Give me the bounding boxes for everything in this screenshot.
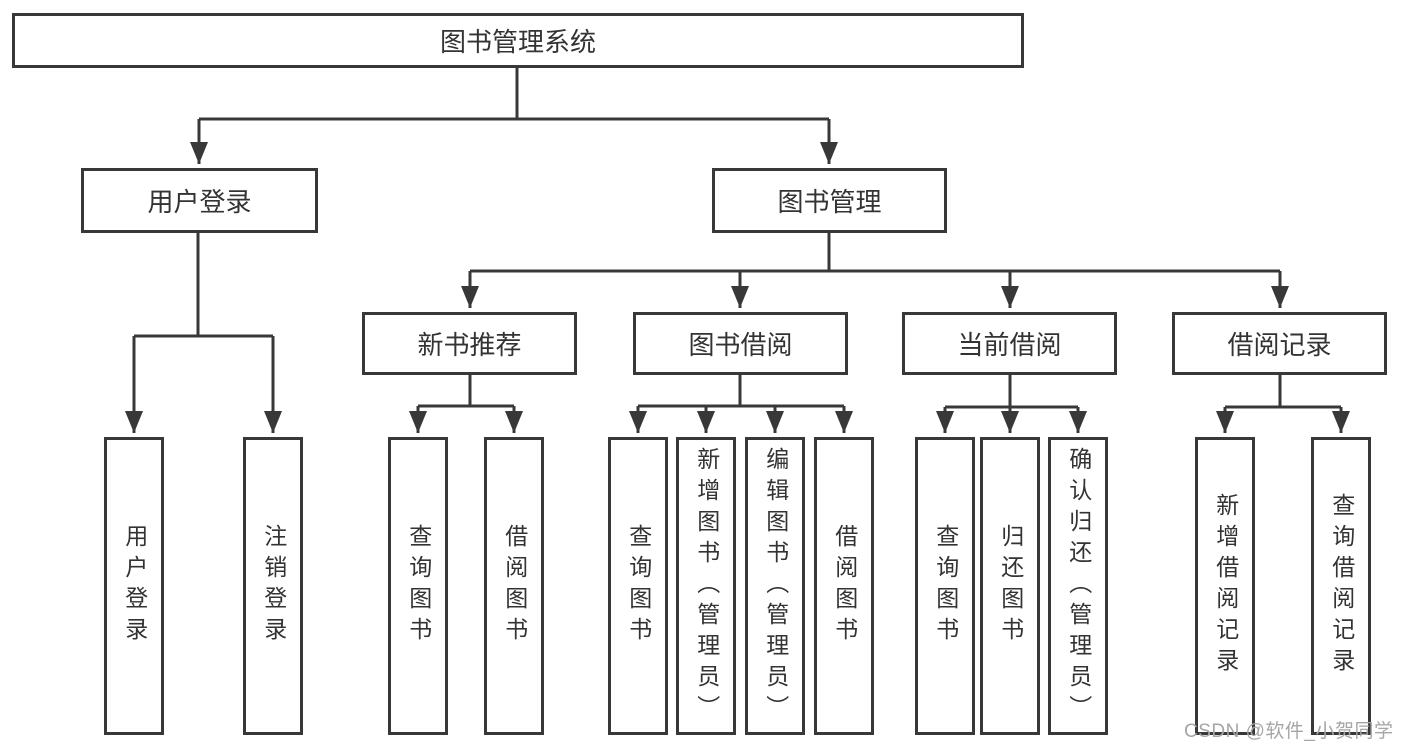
node-library-system: 图书管理系统 bbox=[12, 13, 1024, 68]
node-label: 用户登录 bbox=[121, 524, 148, 648]
node-label: 查询借阅记录 bbox=[1328, 493, 1355, 679]
leaf-return-book: 归还图书 bbox=[980, 437, 1040, 735]
node-current-borrowing: 当前借阅 bbox=[902, 312, 1117, 375]
leaf-borrow-books: 借阅图书 bbox=[814, 437, 874, 735]
node-label: 新增图书（管理员） bbox=[693, 446, 720, 726]
leaf-query-books-current: 查询图书 bbox=[915, 437, 975, 735]
leaf-add-borrow-record: 新增借阅记录 bbox=[1195, 437, 1255, 735]
node-label: 借阅记录 bbox=[1227, 330, 1332, 360]
node-label: 图书管理系统 bbox=[439, 27, 596, 57]
node-user-login: 用户登录 bbox=[81, 168, 318, 233]
node-book-borrowing: 图书借阅 bbox=[633, 312, 848, 375]
leaf-query-books-recommend: 查询图书 bbox=[388, 437, 448, 735]
node-label: 图书借阅 bbox=[688, 330, 793, 360]
node-label: 新增借阅记录 bbox=[1212, 493, 1239, 679]
node-label: 新书推荐 bbox=[417, 330, 522, 360]
node-new-book-recommend: 新书推荐 bbox=[362, 312, 577, 375]
node-label: 用户登录 bbox=[147, 187, 252, 217]
leaf-logout: 注销登录 bbox=[243, 437, 303, 735]
node-book-management: 图书管理 bbox=[712, 168, 947, 233]
leaf-query-books-borrowing: 查询图书 bbox=[608, 437, 668, 735]
node-label: 归还图书 bbox=[997, 524, 1024, 648]
leaf-add-book-admin: 新增图书（管理员） bbox=[676, 437, 736, 735]
leaf-confirm-return-admin: 确认归还（管理员） bbox=[1048, 437, 1108, 735]
node-label: 确认归还（管理员） bbox=[1065, 446, 1092, 726]
node-borrowing-records: 借阅记录 bbox=[1172, 312, 1387, 375]
node-label: 图书管理 bbox=[777, 187, 882, 217]
leaf-user-login: 用户登录 bbox=[104, 437, 164, 735]
node-label: 编辑图书（管理员） bbox=[762, 446, 789, 726]
leaf-edit-book-admin: 编辑图书（管理员） bbox=[745, 437, 805, 735]
node-label: 查询图书 bbox=[405, 524, 432, 648]
watermark-text: CSDN @软件_小贺同学 bbox=[1184, 721, 1394, 742]
leaf-borrow-books-recommend: 借阅图书 bbox=[484, 437, 544, 735]
node-label: 查询图书 bbox=[625, 524, 652, 648]
node-label: 查询图书 bbox=[932, 524, 959, 648]
leaf-query-borrow-record: 查询借阅记录 bbox=[1311, 437, 1371, 735]
node-label: 当前借阅 bbox=[957, 330, 1062, 360]
node-label: 借阅图书 bbox=[501, 524, 528, 648]
node-label: 注销登录 bbox=[260, 524, 287, 648]
node-label: 借阅图书 bbox=[831, 524, 858, 648]
